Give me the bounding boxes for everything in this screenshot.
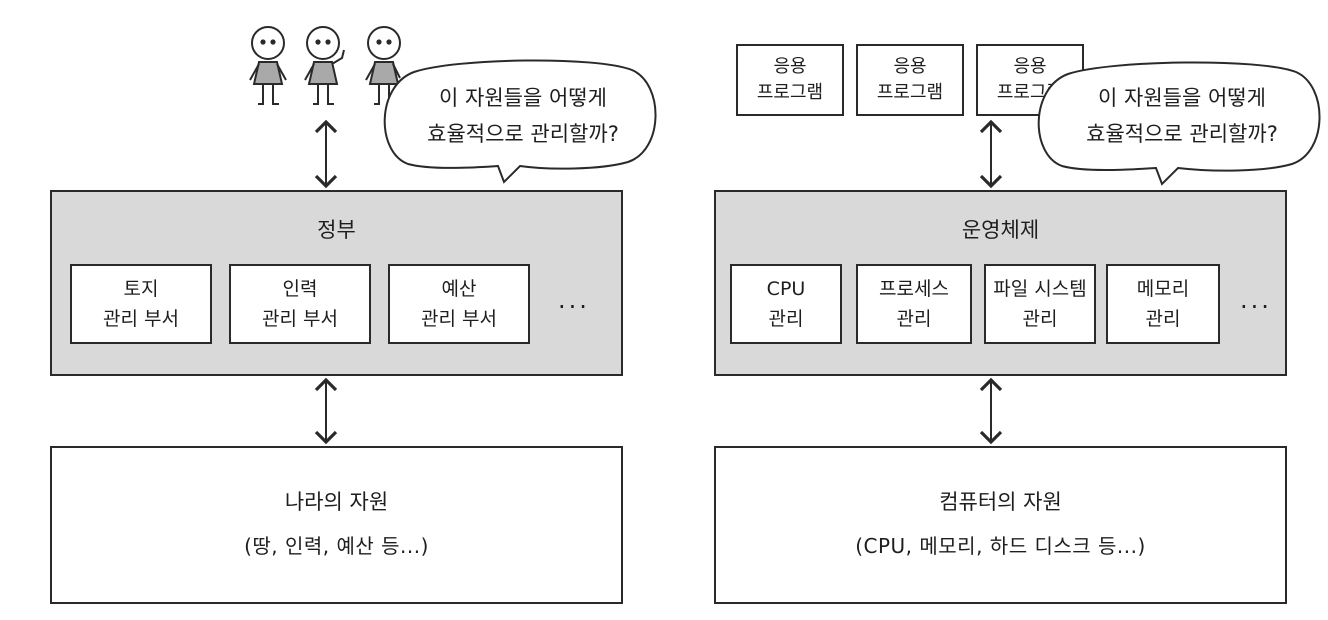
department-budget-line2: 관리 부서 bbox=[421, 308, 497, 330]
department-budget-line1: 예산 bbox=[441, 278, 477, 300]
bubble-left-line2: 효율적으로 관리할까? bbox=[427, 122, 619, 146]
module-cpu-line1: CPU bbox=[766, 278, 806, 300]
computer-resources-title: 컴퓨터의 자원 bbox=[939, 490, 1062, 514]
government-ellipsis: ... bbox=[558, 286, 590, 314]
government-box: 정부 토지 관리 부서 인력 관리 부서 예산 관리 부서 ... bbox=[50, 190, 623, 376]
nation-resources-title: 나라의 자원 bbox=[284, 490, 389, 514]
speech-bubble-right bbox=[1037, 61, 1321, 186]
bubble-left-line1: 이 자원들을 어떻게 bbox=[439, 86, 607, 110]
module-filesystem-line1: 파일 시스템 bbox=[993, 278, 1087, 300]
module-cpu-line2: 관리 bbox=[768, 308, 804, 330]
module-process-line1: 프로세스 bbox=[879, 278, 949, 300]
government-title: 정부 bbox=[317, 218, 356, 242]
person-2 bbox=[304, 26, 345, 105]
app-box-2-line2: 프로그램 bbox=[876, 82, 944, 103]
module-memory-line1: 메모리 bbox=[1136, 278, 1190, 300]
app-box-3-line1: 응용 bbox=[1013, 56, 1047, 77]
app-box-1-line2: 프로그램 bbox=[756, 82, 824, 103]
department-land-line2: 관리 부서 bbox=[103, 308, 179, 330]
department-budget: 예산 관리 부서 bbox=[388, 264, 530, 344]
operating-system-box: 운영체제 CPU 관리 프로세스 관리 파일 시스템 관리 메모리 관리 ... bbox=[714, 190, 1287, 376]
department-labor-line1: 인력 bbox=[282, 278, 318, 300]
app-box-2-line1: 응용 bbox=[893, 56, 927, 77]
module-cpu: CPU 관리 bbox=[730, 264, 842, 344]
bubble-right-text: 이 자원들을 어떻게 효율적으로 관리할까? bbox=[1038, 80, 1326, 160]
department-land-line1: 토지 bbox=[123, 278, 159, 300]
department-labor: 인력 관리 부서 bbox=[229, 264, 371, 344]
bubble-right-line2: 효율적으로 관리할까? bbox=[1086, 122, 1278, 146]
app-box-1: 응용 프로그램 bbox=[736, 44, 844, 116]
module-process: 프로세스 관리 bbox=[856, 264, 972, 344]
person-1 bbox=[249, 26, 287, 105]
nation-resources-box: 나라의 자원 (땅, 인력, 예산 등...) bbox=[50, 446, 623, 604]
module-filesystem: 파일 시스템 관리 bbox=[984, 264, 1096, 344]
department-land: 토지 관리 부서 bbox=[70, 264, 212, 344]
speech-bubble-left bbox=[383, 59, 657, 184]
module-process-line2: 관리 bbox=[896, 308, 932, 330]
computer-resources-box: 컴퓨터의 자원 (CPU, 메모리, 하드 디스크 등...) bbox=[714, 446, 1287, 604]
module-memory: 메모리 관리 bbox=[1106, 264, 1220, 344]
app-box-2: 응용 프로그램 bbox=[856, 44, 964, 116]
computer-resources-detail: (CPU, 메모리, 하드 디스크 등...) bbox=[855, 534, 1146, 558]
operating-system-ellipsis: ... bbox=[1240, 286, 1272, 314]
nation-resources-detail: (땅, 인력, 예산 등...) bbox=[244, 534, 429, 558]
app-box-1-line1: 응용 bbox=[773, 56, 807, 77]
bubble-left-text: 이 자원들을 어떻게 효율적으로 관리할까? bbox=[384, 80, 662, 160]
module-memory-line2: 관리 bbox=[1145, 308, 1181, 330]
operating-system-title: 운영체제 bbox=[961, 218, 1040, 242]
bubble-right-line1: 이 자원들을 어떻게 bbox=[1098, 86, 1266, 110]
module-filesystem-line2: 관리 bbox=[1022, 308, 1058, 330]
department-labor-line2: 관리 부서 bbox=[262, 308, 338, 330]
